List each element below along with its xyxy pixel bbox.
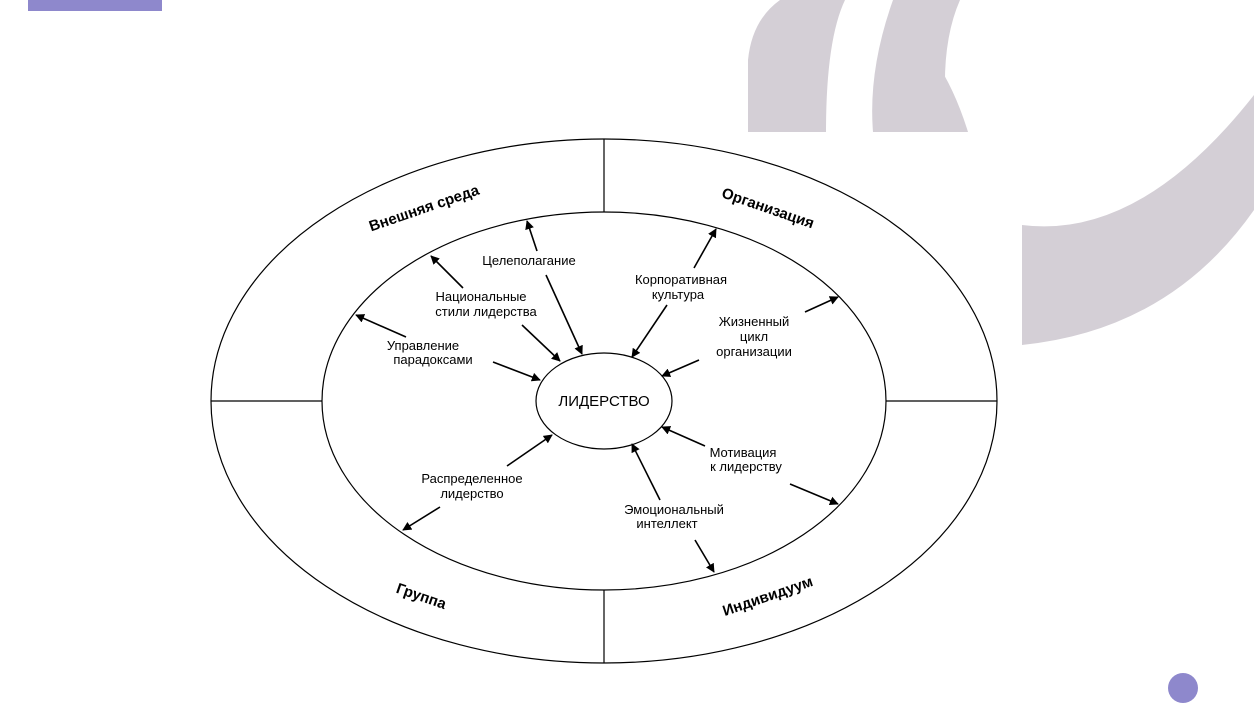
factor-line: Управление	[387, 338, 459, 353]
sector-label-external: Внешняя среда	[367, 181, 482, 235]
factor-line: Жизненный	[719, 314, 790, 329]
factor-line: стили лидерства	[435, 304, 537, 319]
factor-line: Национальные	[435, 289, 526, 304]
factor-corporate-culture: Корпоративная культура	[635, 272, 727, 302]
factor-line: парадоксами	[393, 352, 472, 367]
decor-shapes	[748, 0, 1254, 345]
arrow-national-out	[430, 255, 464, 289]
factor-line: Мотивация	[710, 445, 777, 460]
arrows	[355, 220, 839, 573]
arrow-distributed-out	[402, 506, 441, 531]
arrow-distributed-in	[506, 434, 553, 467]
factor-emotional-intelligence: Эмоциональный интеллект	[624, 502, 724, 531]
factor-line: интеллект	[636, 516, 697, 531]
arrow-national-in	[521, 324, 561, 362]
sector-label-organization: Организация	[719, 185, 816, 232]
factor-line: к лидерству	[710, 459, 782, 474]
arrow-paradox-out	[355, 314, 407, 338]
slide-nav-dot[interactable]	[1168, 673, 1198, 703]
arrow-emotional-in	[631, 443, 661, 501]
factor-distributed-leadership: Распределенное лидерство	[421, 471, 522, 501]
factor-line: цикл	[740, 329, 768, 344]
arrow-emotional-out	[694, 539, 715, 573]
arrow-motivation-out	[789, 483, 839, 506]
center-label: ЛИДЕРСТВО	[558, 393, 649, 410]
factor-line: культура	[652, 287, 705, 302]
factor-line: Эмоциональный	[624, 502, 724, 517]
factor-goal-setting: Целеполагание	[482, 253, 575, 268]
arrow-lifecycle-in	[661, 359, 700, 377]
arrow-motivation-in	[661, 426, 706, 447]
center-ellipse	[535, 352, 673, 450]
decor-band-outer	[748, 0, 845, 132]
arrow-paradox-in	[492, 361, 541, 382]
arrow-culture-in	[631, 304, 668, 358]
arrow-culture-out	[693, 228, 717, 269]
factor-life-cycle: Жизненный цикл организации	[716, 314, 792, 359]
factor-national-styles: Национальные стили лидерства	[435, 289, 537, 319]
factor-motivation: Мотивация к лидерству	[710, 445, 783, 474]
factor-paradox-management: Управление парадоксами	[387, 338, 473, 367]
arrow-goal-out	[525, 220, 538, 252]
sector-label-individual: Индивидуум	[720, 573, 815, 620]
decor-crescent	[1022, 95, 1254, 345]
arrow-lifecycle-out	[804, 296, 839, 313]
factor-line: Целеполагание	[482, 253, 575, 268]
factor-line: Корпоративная	[635, 272, 727, 287]
factor-line: Распределенное	[421, 471, 522, 486]
sector-label-group: Группа	[394, 580, 449, 613]
factor-line: организации	[716, 344, 792, 359]
factor-line: лидерство	[440, 486, 503, 501]
arrow-goal-in	[545, 274, 583, 355]
corner-accent-bar	[28, 0, 162, 11]
decor-drop	[900, 55, 968, 132]
